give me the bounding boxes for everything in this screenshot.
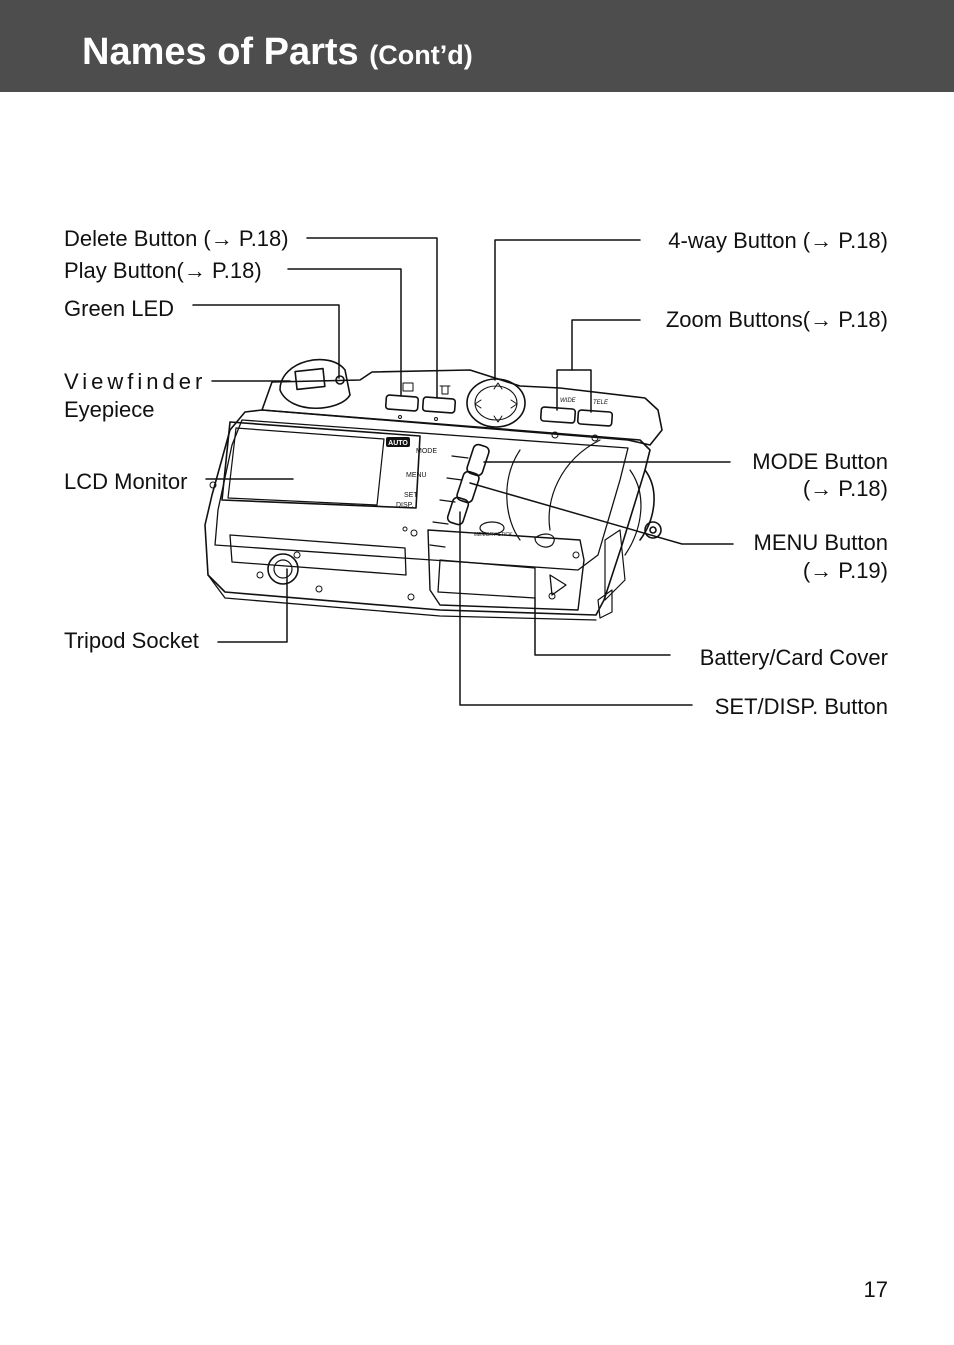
green-led-label: Green LED [64, 296, 175, 321]
zoom-buttons-label: Zoom Buttons(→ P.18) [665, 307, 888, 332]
menu-marking: MENU [406, 472, 427, 479]
auto-badge-bg [386, 437, 410, 447]
auto-marking: AUTO [388, 440, 408, 447]
title-subtitle: (Cont’d) [369, 40, 473, 70]
tripod-socket-label: Tripod Socket [64, 628, 199, 653]
memory-stick-marking: MEMORY STICK [474, 532, 513, 538]
camera-diagram: AUTO MODE MENU SET DISP. WIDE TELE MEMOR… [192, 237, 734, 706]
camera-body [204, 369, 663, 621]
set-marking: SET [404, 492, 418, 499]
four-way-dial [466, 378, 526, 428]
disp-marking: DISP. [396, 502, 413, 509]
tripod-socket [256, 551, 301, 585]
play-delete-buttons [384, 382, 457, 421]
tele-marking: TELE [593, 400, 609, 406]
mode-marking: MODE [416, 448, 437, 455]
viewfinder-label: Viewfinder [64, 369, 207, 394]
menu-button-page-ref: (→ P.19) [802, 558, 888, 583]
four-way-button-label: 4-way Button (→ P.18) [668, 228, 888, 253]
set-disp-button-label: SET/DISP. Button [714, 694, 888, 719]
battery-card-cover-label: Battery/Card Cover [699, 645, 888, 670]
page-title: Names of Parts (Cont’d) [82, 33, 473, 71]
page-number: 17 [863, 1277, 888, 1302]
leader-lines [192, 237, 734, 706]
eyepiece-label: Eyepiece [64, 397, 155, 422]
wide-marking: WIDE [560, 398, 577, 404]
zoom-buttons [539, 406, 614, 442]
mode-button-label: MODE Button [752, 449, 888, 474]
lcd-monitor-label: LCD Monitor [64, 469, 188, 494]
viewfinder-eyepiece [279, 358, 351, 410]
lcd-monitor [221, 421, 421, 509]
menu-button-label: MENU Button [753, 530, 889, 555]
play-button-label: Play Button(→ P.18) [64, 258, 262, 283]
delete-button-label: Delete Button (→ P.18) [64, 226, 289, 251]
mode-button-page-ref: (→ P.18) [802, 476, 888, 501]
title-main: Names of Parts [82, 31, 359, 73]
page-header: Names of Parts (Cont’d) [0, 0, 954, 92]
